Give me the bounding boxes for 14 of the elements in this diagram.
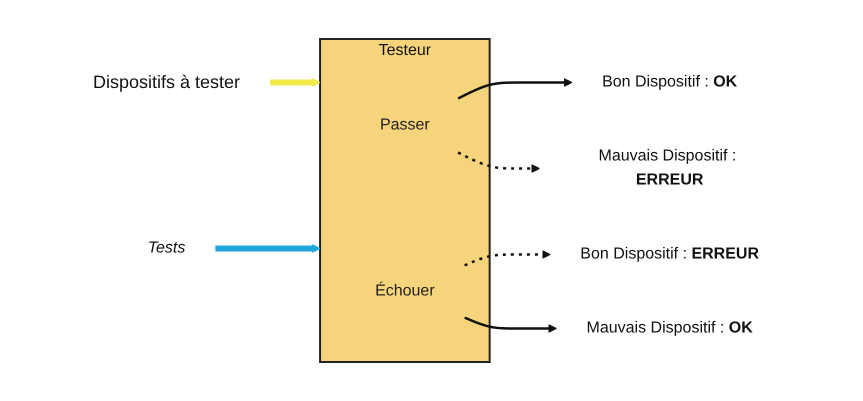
arrow [464,250,551,267]
node-text: Tests [148,240,186,256]
arrow [458,78,573,100]
arrow [458,151,540,173]
arrow [216,244,321,253]
arrow [464,316,558,333]
arrow [270,78,321,87]
node-text: Échouer [375,282,435,300]
node-text: Bon Dispositif : ERREUR [580,246,760,262]
node-text: Passer [380,116,430,134]
node-text: Mauvais Dispositif : OK [586,320,753,336]
node-text: Dispositifs à tester [93,72,240,92]
node-text: Bon Dispositif : OK [602,74,738,90]
node-text: Mauvais Dispositif : ERREUR [598,148,737,188]
